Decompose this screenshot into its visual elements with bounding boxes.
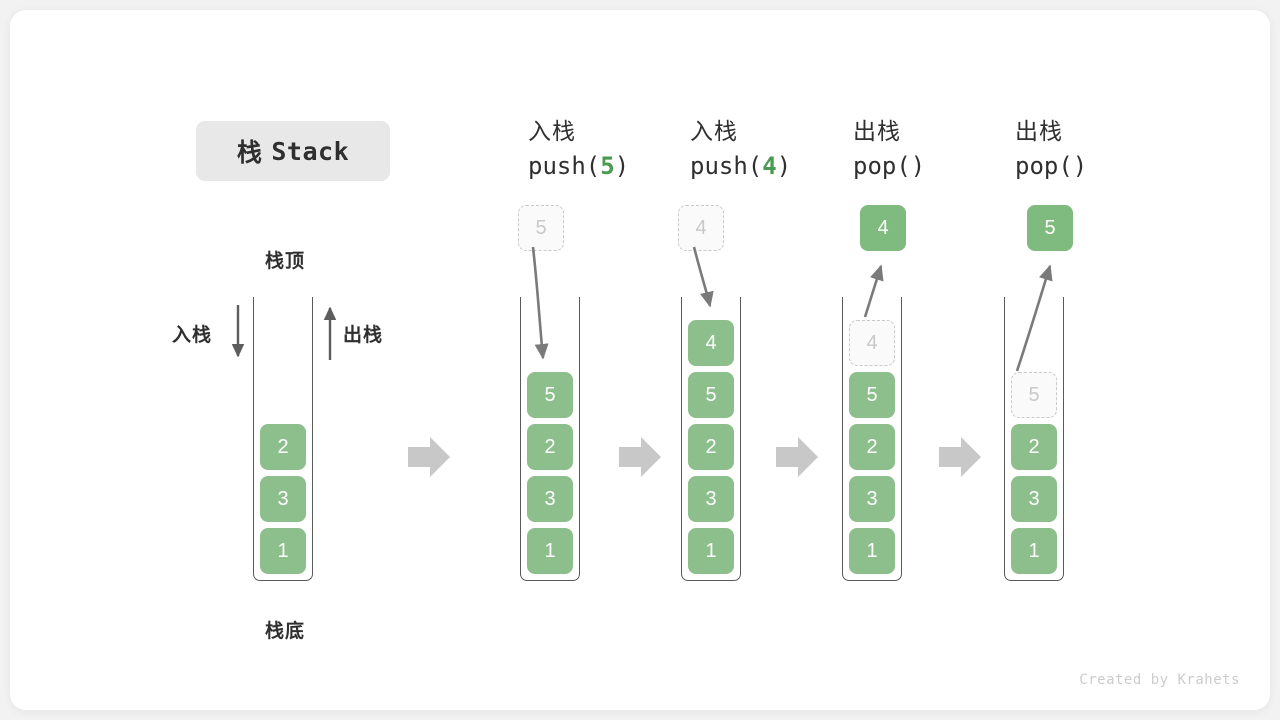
stack-cell: 2 (260, 424, 306, 470)
code-arg: 4 (762, 152, 777, 180)
code-suffix: ) (776, 152, 792, 180)
stack-cell: 3 (1011, 476, 1057, 522)
column-header-push4: 入栈 push(4) (690, 114, 860, 184)
stack-cell: 1 (260, 528, 306, 574)
step-arrow (776, 437, 818, 477)
code-prefix: push( (528, 152, 601, 180)
stack-container-push5 (520, 297, 580, 581)
stack-cell: 2 (849, 424, 895, 470)
ghost-cell-push4: 4 (678, 205, 724, 251)
code-suffix: ) (614, 152, 630, 180)
code-suffix: ) (910, 152, 926, 180)
stack-cell: 1 (527, 528, 573, 574)
column-header-push5-code: push(5) (528, 148, 698, 184)
stack-cell: 1 (1011, 528, 1057, 574)
column-header-push4-cn: 入栈 (690, 118, 738, 144)
column-header-pop2-code: pop() (1015, 148, 1185, 184)
column-header-push4-code: push(4) (690, 148, 860, 184)
stack-cell: 2 (1011, 424, 1057, 470)
diagram-title-pill: 栈 Stack (196, 121, 390, 181)
step-arrow (619, 437, 661, 477)
code-prefix: pop( (853, 152, 911, 180)
ghost-cell-pop2: 5 (1011, 372, 1057, 418)
stack-cell: 3 (849, 476, 895, 522)
title-cn: 栈 (236, 139, 263, 167)
ghost-cell-pop1: 4 (849, 320, 895, 366)
stack-container-pop1 (842, 297, 902, 581)
column-header-push5: 入栈 push(5) (528, 114, 698, 184)
diagram-card: 栈 Stack 入栈 push(5) 入栈 push(4) 出栈 pop() 出… (10, 10, 1270, 710)
stack-container-pop2 (1004, 297, 1064, 581)
column-header-pop1-cn: 出栈 (853, 118, 901, 144)
column-header-pop1: 出栈 pop() (853, 114, 1023, 184)
pop-side-label: 出栈 (343, 325, 384, 346)
stack-container-push4 (681, 297, 741, 581)
title-en: Stack (271, 136, 350, 166)
column-header-pop1-code: pop() (853, 148, 1023, 184)
stack-cell: 1 (688, 528, 734, 574)
popped-cell-1: 4 (860, 205, 906, 251)
popped-cell-2: 5 (1027, 205, 1073, 251)
step-arrow (408, 437, 450, 477)
code-prefix: push( (690, 152, 763, 180)
column-header-pop2-cn: 出栈 (1015, 118, 1063, 144)
stack-cell: 5 (688, 372, 734, 418)
code-suffix: ) (1072, 152, 1088, 180)
column-header-pop2: 出栈 pop() (1015, 114, 1185, 184)
stack-cell: 3 (688, 476, 734, 522)
code-prefix: pop( (1015, 152, 1073, 180)
stack-cell: 5 (849, 372, 895, 418)
stack-container-initial (253, 297, 313, 581)
code-arg: 5 (600, 152, 615, 180)
stack-cell: 1 (849, 528, 895, 574)
footer-credit: Created by Krahets (1079, 672, 1240, 688)
stack-cell: 2 (527, 424, 573, 470)
stack-cell: 4 (688, 320, 734, 366)
stack-top-label: 栈顶 (264, 251, 305, 272)
stack-cell: 3 (527, 476, 573, 522)
column-header-push5-cn: 入栈 (528, 118, 576, 144)
step-arrow (939, 437, 981, 477)
push-side-label: 入栈 (172, 325, 213, 346)
ghost-cell-push5: 5 (518, 205, 564, 251)
stack-cell: 3 (260, 476, 306, 522)
stack-cell: 5 (527, 372, 573, 418)
stack-cell: 2 (688, 424, 734, 470)
stack-bottom-label: 栈底 (264, 621, 305, 642)
